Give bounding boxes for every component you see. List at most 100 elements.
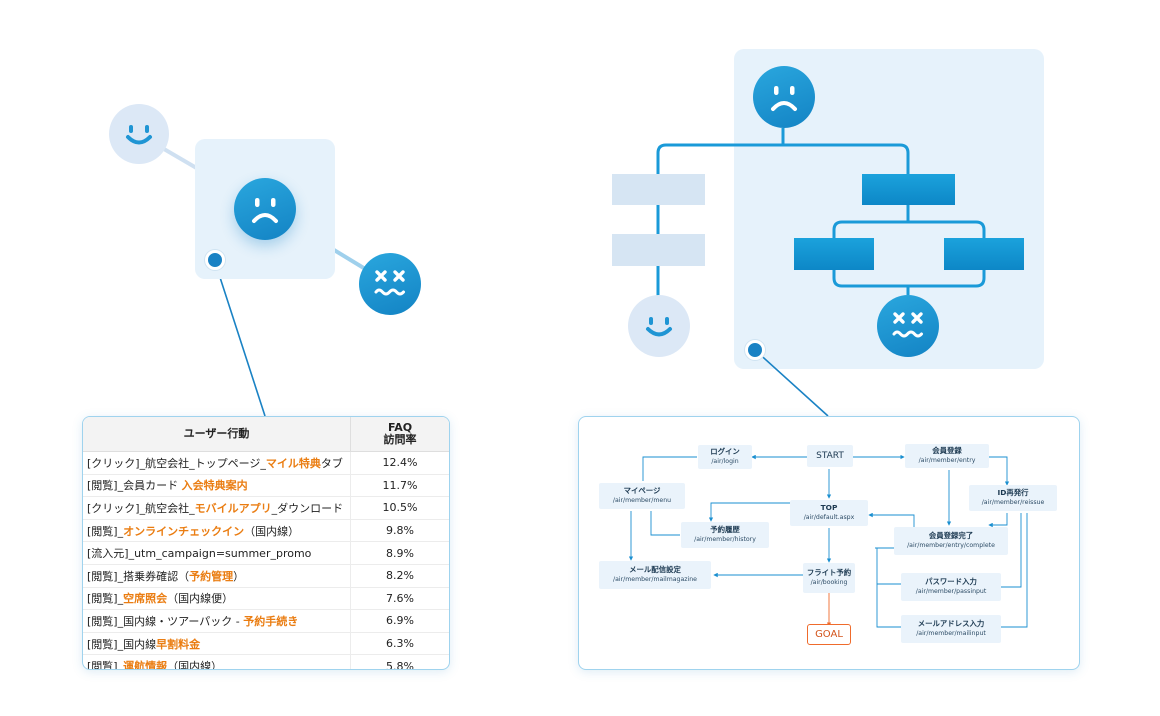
table-row: [クリック]_航空会社_トップページ_マイル特典タブ 12.4% xyxy=(83,451,449,475)
rate-cell: 8.2% xyxy=(350,564,449,588)
action-text: [閲覧]_搭乗券確認（ xyxy=(87,569,190,583)
rate-cell: 11.7% xyxy=(350,474,449,498)
action-text: [閲覧]_ xyxy=(87,524,124,538)
table-header-row: ユーザー行動 FAQ 訪問率 xyxy=(83,417,449,452)
table-row: [閲覧]_国内線早割料金 6.3% xyxy=(83,632,449,656)
node-title: ログイン xyxy=(710,447,740,456)
flow-arrows xyxy=(628,454,1028,628)
action-text: （国内線） xyxy=(167,660,223,670)
table-row: [閲覧]_運航情報（国内線） 5.8% xyxy=(83,654,449,670)
action-text: [クリック]_航空会社_ xyxy=(87,501,195,515)
tree-block-right-2b xyxy=(944,238,1024,270)
rate-cell: 12.4% xyxy=(350,451,449,475)
action-cell: [閲覧]_搭乗券確認（予約管理） xyxy=(83,564,351,588)
node-path: /air/login xyxy=(711,458,739,465)
action-cell: [閲覧]_国内線早割料金 xyxy=(83,632,351,656)
action-text: （国内線便） xyxy=(167,592,234,606)
action-highlight: 空席照会 xyxy=(123,592,168,606)
table-row: [クリック]_航空会社_モバイルアプリ_ダウンロード 10.5% xyxy=(83,496,449,520)
sad-face-icon xyxy=(234,178,296,240)
flow-node-reissue: ID再発行 /air/member/reissue xyxy=(969,485,1057,511)
table-row: [閲覧]_空席照会（国内線便） 7.6% xyxy=(83,587,449,611)
action-highlight: オンラインチェックイン xyxy=(123,524,245,538)
flow-node-booking: フライト予約 /air/booking xyxy=(803,563,855,593)
action-cell: [閲覧]_空席照会（国内線便） xyxy=(83,587,351,611)
header-faq-visit-rate: FAQ 訪問率 xyxy=(350,417,449,452)
action-text: [閲覧]_会員カード xyxy=(87,479,182,493)
flow-node-goal: GOAL xyxy=(807,624,851,645)
happy-face-icon xyxy=(628,295,690,357)
tree-block-left-2 xyxy=(612,234,705,266)
node-title: パスワード入力 xyxy=(925,577,977,586)
user-flow-card: START ログイン /air/login 会員登録 /air/member/e… xyxy=(578,416,1080,670)
action-cell: [閲覧]_会員カード 入会特典案内 xyxy=(83,474,351,498)
table-body: [クリック]_航空会社_トップページ_マイル特典タブ 12.4% [閲覧]_会員… xyxy=(83,451,449,670)
node-path: /air/member/entry/complete xyxy=(907,542,995,549)
flow-node-login: ログイン /air/login xyxy=(698,445,752,469)
flow-node-mailinput: メールアドレス入力 /air/member/mailinput xyxy=(901,615,1001,643)
action-cell: [閲覧]_オンラインチェックイン（国内線） xyxy=(83,519,351,543)
left-anchor-dot xyxy=(205,250,225,270)
happy-face-icon xyxy=(109,104,169,164)
rate-cell: 7.6% xyxy=(350,587,449,611)
node-title: フライト予約 xyxy=(806,568,852,577)
header-faq-line1: FAQ xyxy=(387,421,413,434)
node-path: /air/member/mailmagazine xyxy=(613,576,697,583)
action-highlight: 予約管理 xyxy=(189,569,234,583)
flow-node-start: START xyxy=(807,445,853,467)
node-title: 予約履歴 xyxy=(710,525,740,534)
action-highlight: モバイルアプリ xyxy=(194,501,272,515)
node-path: /air/member/entry xyxy=(918,457,976,464)
action-text: [流入元]_utm_campaign=summer_promo xyxy=(87,547,312,561)
node-path: /air/member/reissue xyxy=(981,499,1045,506)
node-path: /air/member/mailinput xyxy=(916,630,986,637)
tree-block-left-1 xyxy=(612,174,705,205)
node-path: /air/member/passinput xyxy=(915,588,987,595)
action-text: [閲覧]_ xyxy=(87,592,124,606)
node-title: 会員登録完了 xyxy=(928,531,974,540)
rate-cell: 8.9% xyxy=(350,541,449,565)
tree-block-right-2a xyxy=(794,238,874,270)
table-row: [閲覧]_搭乗券確認（予約管理） 8.2% xyxy=(83,564,449,588)
tree-connector-lines xyxy=(656,128,986,417)
node-title: メール配信設定 xyxy=(629,565,681,574)
header-user-action: ユーザー行動 xyxy=(83,417,351,452)
action-cell: [クリック]_航空会社_トップページ_マイル特典タブ xyxy=(83,451,351,475)
table-row: [流入元]_utm_campaign=summer_promo 8.9% xyxy=(83,541,449,565)
node-title: TOP xyxy=(820,503,838,512)
node-path: /air/member/menu xyxy=(612,497,672,504)
faq-visit-rate-table: ユーザー行動 FAQ 訪問率 [クリック]_航空会社_トップページ_マイル特典タ… xyxy=(83,417,449,670)
dead-face-icon xyxy=(877,295,939,357)
node-title: GOAL xyxy=(815,628,843,640)
action-cell: [閲覧]_国内線・ツアーパック - 予約手続き xyxy=(83,609,351,633)
action-cell: [流入元]_utm_campaign=summer_promo xyxy=(83,541,351,565)
flow-node-entry: 会員登録 /air/member/entry xyxy=(905,444,989,468)
header-faq-line2: 訪問率 xyxy=(383,433,417,446)
faq-visit-rate-table-card: ユーザー行動 FAQ 訪問率 [クリック]_航空会社_トップページ_マイル特典タ… xyxy=(82,416,450,670)
flow-node-passinput: パスワード入力 /air/member/passinput xyxy=(901,573,1001,601)
rate-cell: 10.5% xyxy=(350,496,449,520)
table-row: [閲覧]_オンラインチェックイン（国内線） 9.8% xyxy=(83,519,449,543)
flow-node-history: 予約履歴 /air/member/history xyxy=(681,522,769,548)
action-highlight: マイル特典 xyxy=(265,456,321,470)
table-row: [閲覧]_国内線・ツアーパック - 予約手続き 6.9% xyxy=(83,609,449,633)
node-path: /air/booking xyxy=(810,579,848,586)
rate-cell: 9.8% xyxy=(350,519,449,543)
action-highlight: 入会特典案内 xyxy=(181,479,248,493)
tree-block-right-1 xyxy=(862,174,955,205)
node-title: マイページ xyxy=(623,486,661,495)
rate-cell: 6.3% xyxy=(350,632,449,656)
action-text: [閲覧]_ xyxy=(87,660,124,670)
action-highlight: 早割料金 xyxy=(156,637,201,651)
action-text: _ダウンロード xyxy=(271,501,344,515)
action-text: （国内線） xyxy=(244,524,300,538)
node-title: メールアドレス入力 xyxy=(917,619,985,628)
table-row: [閲覧]_会員カード 入会特典案内 11.7% xyxy=(83,474,449,498)
action-text: タブ xyxy=(320,456,343,470)
node-title: START xyxy=(816,451,844,461)
right-anchor-dot xyxy=(745,340,765,360)
node-title: ID再発行 xyxy=(997,488,1029,497)
dead-face-icon xyxy=(359,253,421,315)
action-cell: [閲覧]_運航情報（国内線） xyxy=(83,655,351,670)
action-highlight: 予約手続き xyxy=(243,614,299,628)
